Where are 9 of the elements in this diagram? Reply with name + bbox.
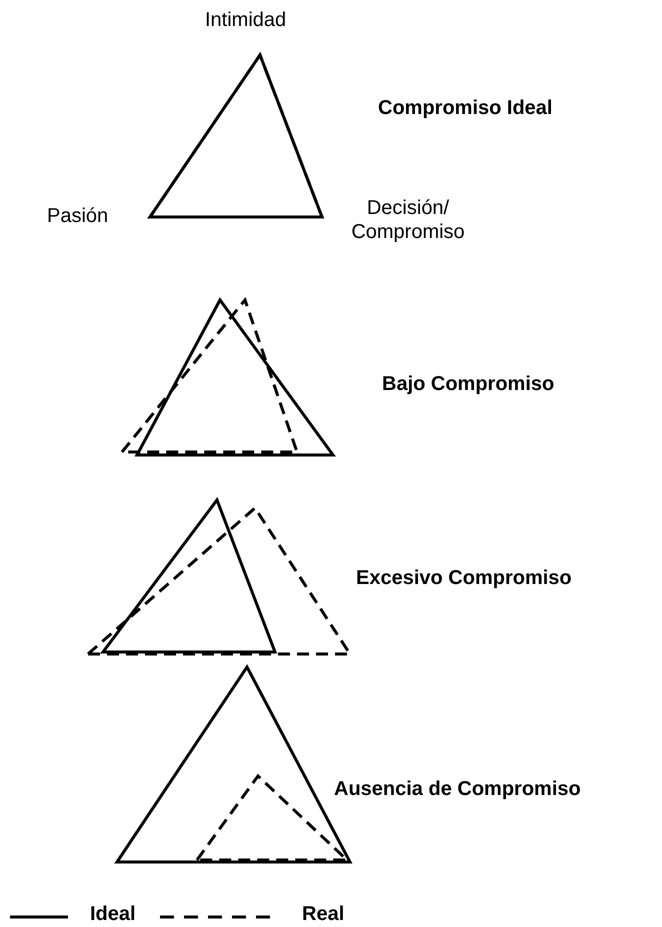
vertex-label: Pasión [47, 204, 108, 228]
panel-heading: Excesivo Compromiso [356, 566, 572, 590]
panel-heading: Bajo Compromiso [382, 372, 554, 396]
legend-label: Ideal [90, 902, 136, 926]
vertex-label: Intimidad [205, 8, 286, 32]
legend-label: Real [302, 902, 344, 926]
panel-heading: Compromiso Ideal [378, 96, 552, 120]
vertex-label: Decisión/ Compromiso [350, 196, 466, 244]
panel-heading: Ausencia de Compromiso [334, 777, 581, 801]
